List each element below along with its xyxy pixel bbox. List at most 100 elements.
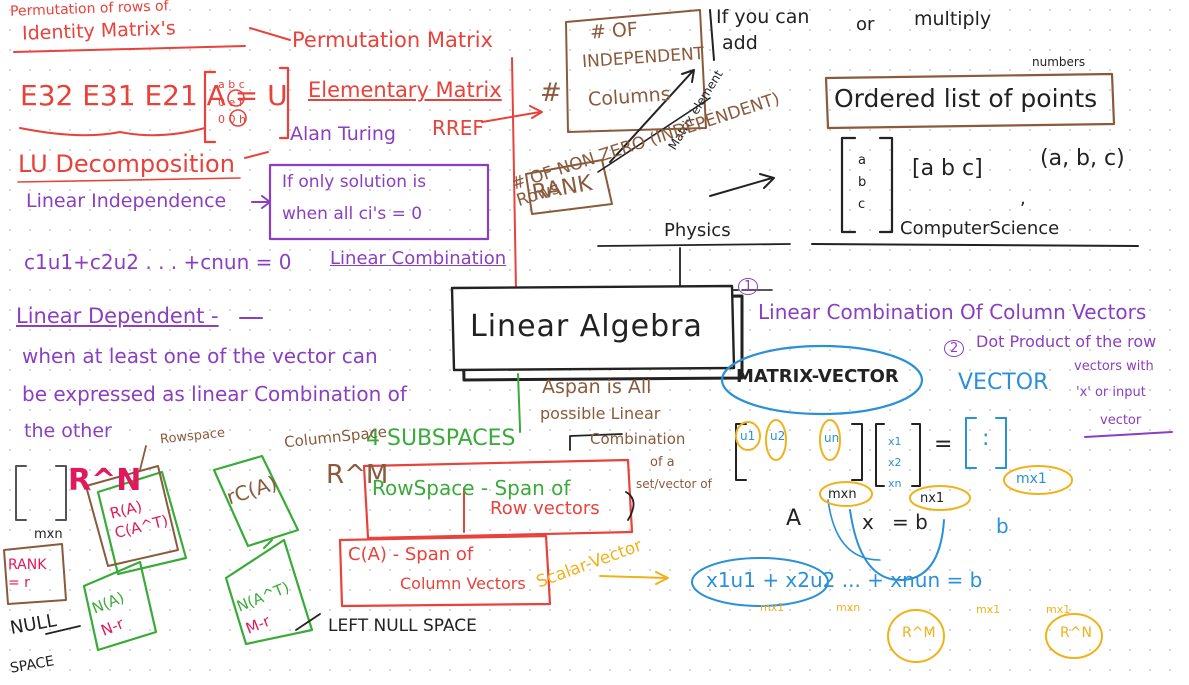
- rowspace-box: [362, 458, 634, 540]
- title-box: [450, 284, 736, 372]
- rank-arrow-2: [597, 97, 711, 173]
- combination-line-1: Combination: [590, 430, 686, 448]
- linear-independence-text: Linear Independence: [26, 190, 227, 212]
- a-label: A: [786, 506, 802, 531]
- rank-box: [525, 159, 613, 215]
- matrix-bracket-right: [851, 423, 863, 481]
- expansion-equation: x1u1 + x2u2 ... + xnun = b: [706, 568, 983, 592]
- vertical-red-line: [511, 57, 517, 291]
- rowspace-arrow: [139, 445, 147, 471]
- four-subspaces-text: 4 SUBSPACES: [366, 426, 516, 451]
- rm-label: R^M: [326, 460, 389, 490]
- mx1-small-2: mx1: [976, 603, 1001, 616]
- pivot-circle-1: [227, 89, 245, 107]
- vector-col-left: [840, 136, 857, 234]
- multiply-text: multiply: [914, 8, 992, 30]
- left-null-space-text: LEFT NULL SPACE: [328, 616, 477, 636]
- brown-rank-box: [3, 543, 67, 605]
- underline-identity: [13, 45, 246, 53]
- ordered-list-text: Ordered list of points: [834, 84, 1098, 113]
- black-bracket-left: [15, 465, 27, 521]
- linear-comb-col-vectors-text: Linear Combination Of Column Vectors: [758, 300, 1147, 324]
- underline-cs: [811, 243, 1139, 247]
- u1-circle: [735, 421, 761, 451]
- identity-matrix-text: Identity Matrix's: [21, 17, 177, 45]
- eq-r-label: = r: [8, 575, 30, 592]
- column-vectors-text: Column Vectors: [400, 574, 526, 593]
- pivot-circle-2: [229, 109, 247, 127]
- brown-ra-box: [85, 465, 179, 567]
- left-null-green-box: [224, 538, 314, 646]
- dependent-line-2: be expressed as linear Combination of: [22, 382, 407, 406]
- mx1-right-label: mx1: [1046, 603, 1071, 616]
- linear-algebra-title: Linear Algebra: [470, 309, 703, 344]
- set-vector-brace: [625, 491, 635, 521]
- x1u1-circle: [691, 557, 829, 607]
- permutation-arrow: [249, 27, 291, 41]
- indep-col-line-1: # OF: [589, 18, 639, 44]
- brace-elim: [19, 127, 206, 137]
- aspan-line-2: possible Linear: [540, 404, 661, 423]
- rref-arrow: [481, 105, 543, 123]
- comma-text: ,: [1020, 188, 1026, 209]
- mx1-top-label: mx1: [1016, 471, 1047, 487]
- or-text: or: [856, 14, 875, 35]
- bracket-u-right: [278, 66, 290, 140]
- two-circle: 2: [944, 340, 965, 357]
- underline-lu: [17, 177, 241, 183]
- rn-label: R^N: [68, 463, 142, 498]
- rowspace-span-text: RowSpace - Span of: [372, 476, 571, 500]
- rank-label: RANK: [8, 557, 47, 573]
- mxn-circle: [819, 481, 873, 507]
- colspace-box: [338, 534, 552, 608]
- combination-line-2: of a: [650, 455, 675, 470]
- rm-circle: [887, 609, 945, 663]
- rca-green-box: [212, 454, 300, 548]
- set-of-vectors-text: set/vector of: [636, 477, 712, 491]
- x1-entry: x1: [888, 435, 902, 448]
- rn-circle-label: R^N: [1060, 625, 1092, 641]
- ax-arc: [849, 509, 945, 581]
- xn-entry: xn: [888, 476, 902, 490]
- dot-product-line-3: 'x' or input: [1076, 385, 1146, 400]
- physics-connector: [679, 247, 739, 291]
- scalar-arrow: [599, 571, 669, 585]
- matrix-col-u2: u2: [770, 429, 786, 443]
- ordered-list-box: [824, 72, 1116, 130]
- vector-text: VECTOR: [958, 370, 1049, 395]
- lu-arrow: [244, 151, 269, 159]
- mx1-circle: [1003, 465, 1073, 495]
- rank-eq-r: RANK = r: [8, 556, 46, 592]
- b-vector-dots: :: [982, 426, 990, 451]
- vector-column: a b c: [858, 150, 866, 216]
- tuple-text: (a, b, c): [1040, 146, 1125, 171]
- rn-circle: [1045, 613, 1103, 659]
- black-bracket-right: [55, 465, 67, 521]
- x-label: x: [862, 510, 874, 534]
- mxn-dim-label: mxn: [828, 487, 857, 502]
- physics-underline: [597, 243, 791, 247]
- hash-symbol: #: [540, 78, 562, 108]
- dot-product-line-2: vectors with: [1074, 359, 1154, 374]
- ra-green-box: [96, 470, 188, 576]
- dot-product-line-1: Dot Product of the row: [976, 332, 1157, 351]
- u2-circle: [765, 419, 787, 461]
- x-vector-entries: x1 x2 xn: [888, 432, 902, 495]
- equals-sign: =: [934, 432, 953, 457]
- row-vectors-text: Row vectors: [490, 498, 600, 519]
- bracket-u: [203, 70, 217, 144]
- vector-entry-b: b: [858, 175, 867, 191]
- only-solution-text: If only solution is: [282, 172, 427, 192]
- green-dash: [263, 539, 273, 549]
- vector-row-text: [a b c]: [912, 156, 983, 181]
- alan-turing-text: Alan Turing: [290, 123, 396, 145]
- right-purple-underline: [1084, 431, 1173, 438]
- linear-combination-text: Linear Combination: [330, 248, 507, 269]
- hash-col-box: [565, 9, 707, 133]
- lu-decomposition-text: LU Decomposition: [18, 150, 235, 178]
- mxn-small-label: mxn: [836, 601, 861, 614]
- rank-arrow-3: [709, 173, 775, 197]
- dependent-line-3: the other: [24, 420, 112, 442]
